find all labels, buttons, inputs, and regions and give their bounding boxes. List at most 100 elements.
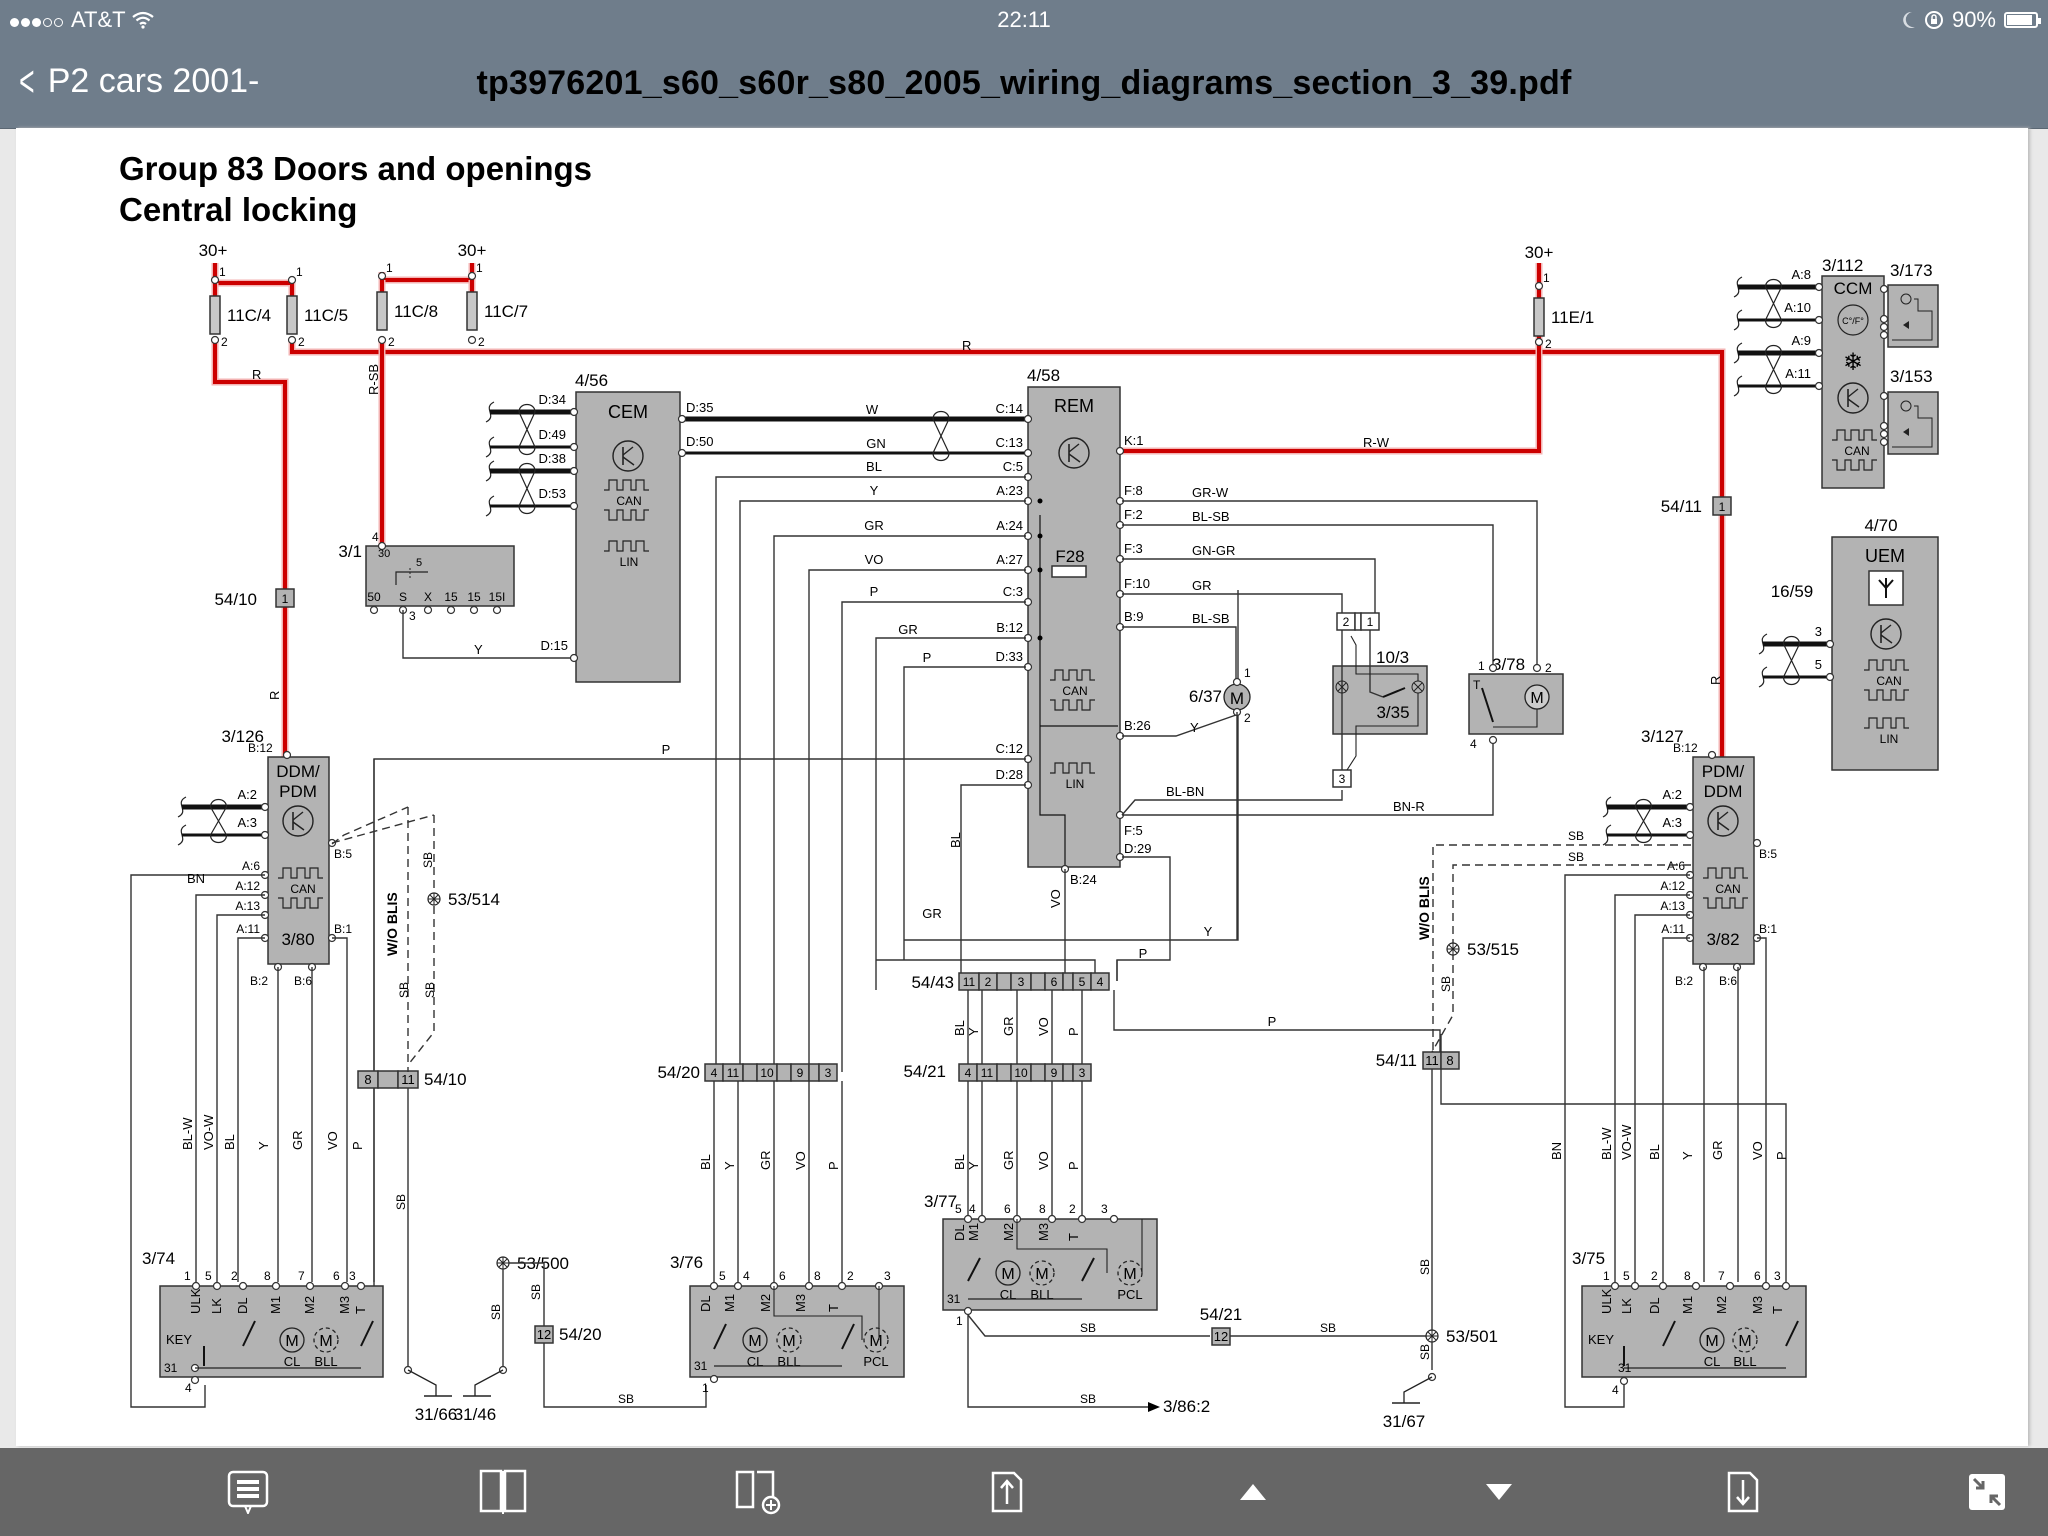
wire-label: R [267, 691, 282, 700]
back-button[interactable]: < P2 cars 2001- [14, 56, 259, 106]
twisted-pair-icon [1634, 798, 1653, 844]
bus-label-can: CAN [616, 494, 641, 508]
pin-label: B:12 [1673, 741, 1698, 755]
pin-label: A:12 [1660, 879, 1685, 893]
bookmarks-button[interactable] [478, 1469, 528, 1514]
pin-label: A:13 [235, 899, 260, 913]
wire-label-wo-blis: W/O BLIS [384, 892, 400, 956]
signal-icon [1050, 762, 1095, 774]
pin-name: T [1770, 1306, 1785, 1314]
chevron-left-icon: < [19, 56, 35, 106]
fuse-pin-label: 2 [1545, 337, 1552, 351]
wire-vow-left [216, 914, 265, 1282]
wire-vo-left [332, 937, 348, 1282]
wire [1016, 1219, 1108, 1273]
module-id: 3/127 [1641, 727, 1684, 746]
annotations-button[interactable] [224, 1470, 274, 1514]
door-lock-3-77 [942, 1218, 1158, 1311]
wire-blsb-b9 [1122, 626, 1237, 682]
pin-label: C:3 [1003, 584, 1023, 599]
transistor-icon [1837, 382, 1869, 414]
connector-10-3-pin3 [1332, 769, 1352, 788]
connector-label: 54/20 [657, 1063, 700, 1082]
transistor-icon [282, 805, 314, 837]
fuse-label: 11C/8 [394, 302, 438, 321]
fuse-pin-label: 2 [478, 335, 485, 349]
pin-label: D:34 [539, 392, 566, 407]
lamp-x [1337, 682, 1347, 692]
signal-icon [1864, 689, 1909, 701]
wire-label-wo-blis: W/O BLIS [1416, 876, 1432, 940]
bus-label-can: CAN [290, 882, 315, 896]
fuse-pin [1534, 281, 1544, 291]
wire-sb-dashed [331, 806, 409, 845]
fuse-pin-label: 2 [298, 335, 305, 349]
connector-cell [1062, 972, 1074, 991]
pin-label: B:5 [1759, 847, 1777, 861]
wire-label: BL [952, 1020, 967, 1036]
ground-pin [190, 1375, 200, 1385]
save-button[interactable] [1718, 1470, 1768, 1514]
signal-icon [604, 479, 649, 491]
wire-label: VO [865, 552, 884, 567]
connector-10-3-gap [1354, 612, 1362, 631]
wire-sb-dashed [1431, 864, 1691, 1053]
switch-pin [1879, 322, 1889, 332]
pin-label: 30 [378, 548, 390, 560]
ignition-pin-label: 15 [467, 590, 481, 604]
transistor-collector [292, 811, 304, 821]
pin-name: M1 [966, 1223, 981, 1241]
wire-label: BL [698, 1154, 713, 1170]
pin-label: D:49 [539, 427, 566, 442]
share-button[interactable] [982, 1470, 1032, 1514]
next-result-button[interactable] [1474, 1470, 1524, 1514]
pin-label: A:10 [1784, 300, 1811, 315]
junction-dot [1037, 635, 1043, 641]
fuse-label: 11C/5 [304, 306, 348, 325]
motor-glyph: M [1705, 1333, 1718, 1350]
motor-pcl-icon [863, 1327, 889, 1353]
pin [282, 750, 292, 760]
ignition-pin-label: 15I [489, 590, 506, 604]
component-id: 3/74 [142, 1249, 175, 1268]
status-bar: AT&T 22:11 90% [0, 0, 2048, 40]
cem-pin-d15 [569, 653, 579, 663]
motor-glyph: M [319, 1333, 332, 1350]
lamp-icon [1900, 400, 1912, 412]
previous-result-button[interactable] [1228, 1470, 1278, 1514]
page-heading: Group 83 Doors and openings Central lock… [119, 148, 592, 230]
pin-label: B:6 [294, 974, 312, 988]
door-lock-3-74 [159, 1285, 384, 1378]
wire-sb-dashed [1432, 844, 1691, 1052]
fullscreen-button[interactable] [1962, 1470, 2012, 1514]
fuse-label: 11C/7 [484, 302, 528, 321]
pin-name: M2 [302, 1296, 317, 1314]
signal-wire-bl [715, 476, 1026, 1072]
wire-bnr [1122, 740, 1494, 816]
component-id: 6/37 [1189, 687, 1222, 706]
can-pin [1685, 802, 1695, 812]
pin-label: B:2 [250, 974, 268, 988]
lamp-10-3 [1332, 665, 1428, 735]
wire-blw-left [195, 894, 265, 1282]
wire-bl-right [1662, 937, 1690, 1282]
module-id: 4/58 [1027, 366, 1060, 385]
pin [1047, 1214, 1057, 1224]
pdf-page[interactable]: Group 83 Doors and openings Central lock… [16, 128, 2028, 1446]
motor-label: PCL [1117, 1287, 1142, 1302]
signal-icon [1050, 699, 1095, 711]
pin-label: A:3 [1662, 815, 1682, 830]
pin [271, 1281, 281, 1291]
wire-label: BL-W [180, 1117, 195, 1150]
pin-number: 3 [884, 1269, 891, 1283]
pin-name: T [353, 1306, 368, 1314]
pin-label: A:11 [236, 922, 260, 936]
pin-number: 3 [349, 1269, 356, 1283]
ignition-contact [395, 571, 428, 585]
component-id: 3/77 [924, 1192, 957, 1211]
ccm-module [1821, 275, 1885, 489]
connector-pin-label: 4 [711, 1066, 718, 1080]
add-bookmark-button[interactable] [734, 1470, 784, 1515]
switch-pin [1879, 421, 1889, 431]
wire-p-54-43 [1113, 990, 1441, 1068]
